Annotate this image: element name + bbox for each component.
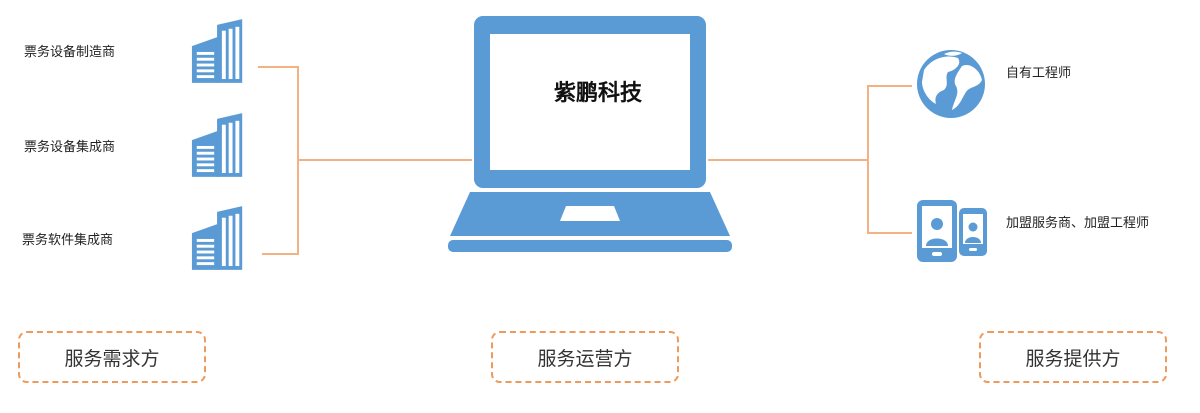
office-building-icon xyxy=(191,206,243,270)
demand-item-label: 票务设备制造商 xyxy=(24,45,116,60)
mobile-users-icon xyxy=(917,200,987,262)
left-connector xyxy=(258,66,472,255)
demand-item-label: 票务设备集成商 xyxy=(24,140,116,155)
office-building-icon xyxy=(191,19,243,83)
demand-role-box: 服务需求方 xyxy=(18,331,206,383)
demand-item-label: 票务软件集成商 xyxy=(22,233,114,248)
demand-role-label: 服务需求方 xyxy=(64,347,160,370)
operator-role-label: 服务运营方 xyxy=(537,347,633,370)
operator-role-box: 服务运营方 xyxy=(491,331,679,383)
supply-role-box: 服务提供方 xyxy=(979,331,1167,383)
supply-item-label: 自有工程师 xyxy=(1006,66,1072,81)
supply-item-label: 加盟服务商、加盟工程师 xyxy=(1006,216,1150,231)
right-connector xyxy=(708,85,912,234)
office-building-icon xyxy=(191,113,243,177)
operator-name: 紫鹏科技 xyxy=(553,81,642,106)
globe-icon xyxy=(917,50,985,118)
laptop-icon xyxy=(448,16,732,252)
supply-role-label: 服务提供方 xyxy=(1025,347,1121,370)
